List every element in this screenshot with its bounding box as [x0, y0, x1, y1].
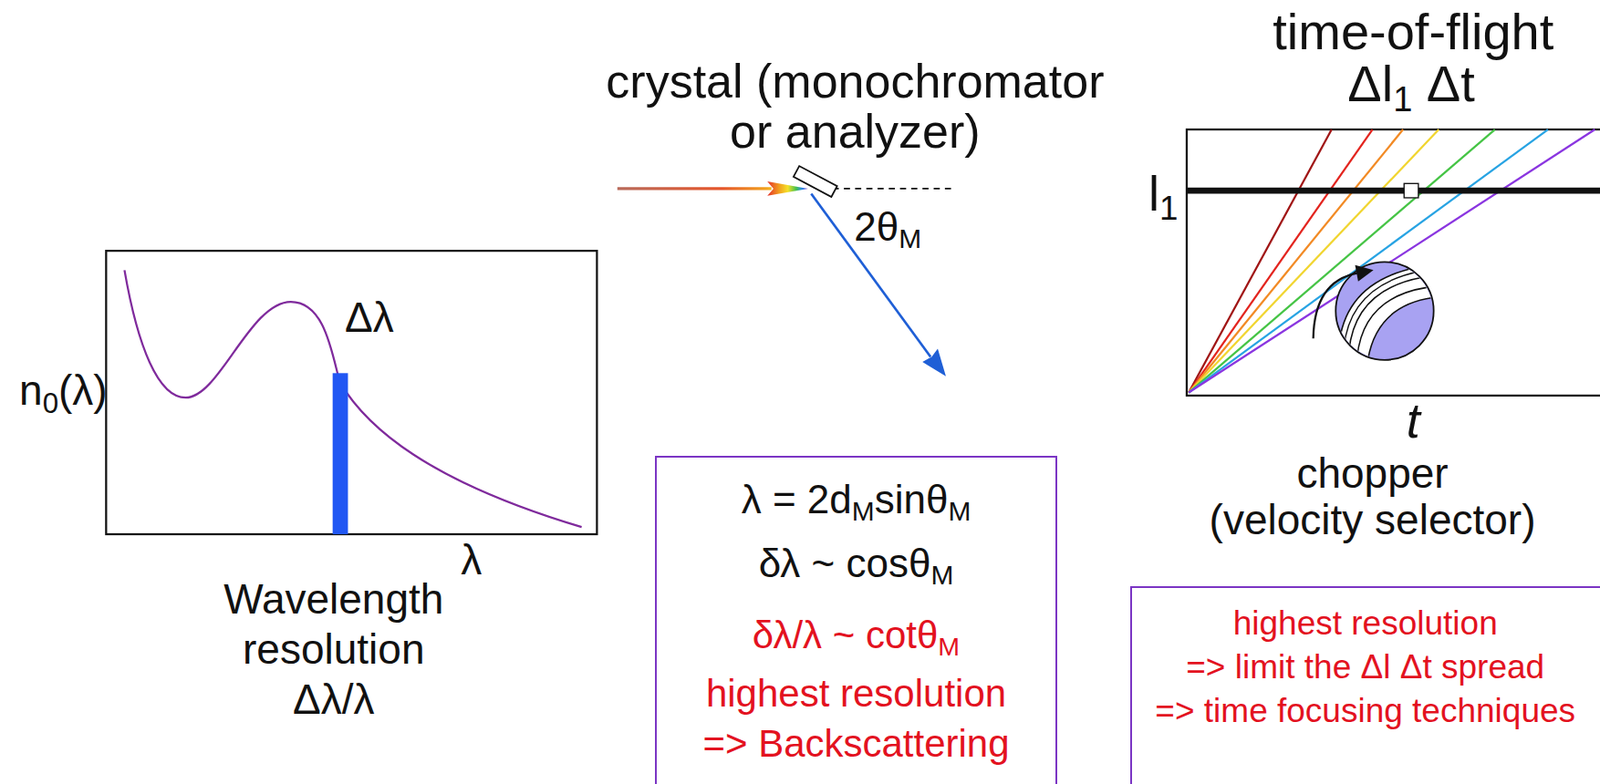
- spectrum-curve: [124, 270, 582, 528]
- flight-path: [1188, 129, 1332, 394]
- chopper-slit: [1357, 287, 1427, 357]
- reference-line: [832, 187, 952, 190]
- note-text: highest resolution: [656, 673, 1056, 716]
- note-text: highest resolution: [1132, 605, 1599, 644]
- note-box: highest resolution => limit the Δl Δt spr…: [1130, 586, 1600, 784]
- chopper-slits: [1339, 267, 1434, 364]
- flight-path: [1188, 129, 1372, 394]
- flight-path: [1188, 129, 1549, 394]
- time-window-marker: [1403, 183, 1419, 198]
- section-heading: time-of-flight: [1272, 6, 1554, 58]
- formula-box: λ = 2dMsinθM δλ ~ cosθM δλ/λ ~ cotθM highes…: [654, 456, 1058, 784]
- formula-text: δλ ~ cosθM: [656, 541, 1056, 586]
- flight-paths: [1188, 129, 1595, 394]
- chopper-slit: [1343, 270, 1421, 348]
- axis-label: n0(λ): [19, 368, 108, 415]
- flight-path: [1188, 129, 1595, 394]
- note-text: => Backscattering: [656, 723, 1056, 766]
- beam-arrowhead: [767, 181, 809, 197]
- axis-label: λ: [460, 538, 482, 584]
- wavelength-band: [332, 373, 349, 535]
- crystal: [793, 166, 838, 198]
- diffracted-beam: [810, 193, 931, 357]
- incident-beam: [617, 187, 772, 190]
- detector-distance-line: [1186, 187, 1600, 195]
- spectrum-frame: [105, 250, 597, 535]
- rotation-arrowhead: [1355, 265, 1374, 282]
- rotation-arrow: [1313, 273, 1358, 340]
- band-label: Δλ: [344, 295, 395, 342]
- diffracted-arrowhead: [922, 348, 946, 376]
- axis-label: l1: [1148, 166, 1178, 220]
- flight-path: [1188, 129, 1496, 394]
- note-text: δλ/λ ~ cotθM: [656, 614, 1056, 657]
- angle-label: 2θM: [853, 205, 922, 250]
- caption-label: Wavelength resolution Δλ/λ: [223, 574, 444, 727]
- chopper-slit-region: [1339, 267, 1434, 364]
- tof-frame: [1186, 129, 1600, 396]
- note-text: => time focusing techniques: [1132, 693, 1599, 731]
- component-label: chopper (velocity selector): [1209, 450, 1537, 543]
- axis-label: t: [1406, 394, 1421, 447]
- component-label: crystal (monochromator or analyzer): [605, 56, 1104, 157]
- flight-path: [1188, 129, 1439, 394]
- formula-text: λ = 2dMsinθM: [656, 477, 1056, 522]
- section-heading: Δl1 Δt: [1347, 58, 1476, 110]
- note-text: => limit the Δl Δt spread: [1132, 649, 1599, 687]
